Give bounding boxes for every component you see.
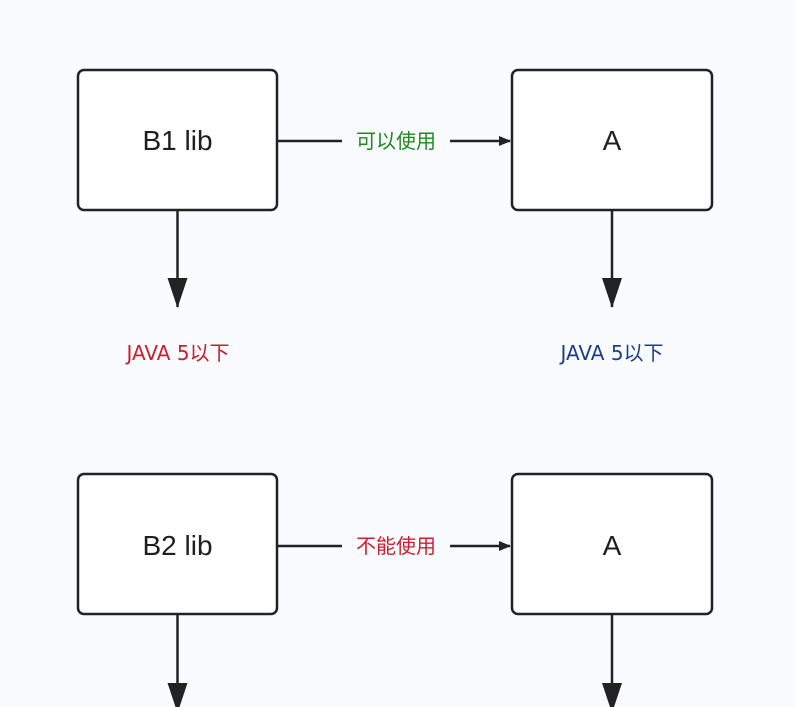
- top-right-version-label: JAVA 5以下: [558, 341, 663, 365]
- bottom-right-box-label: A: [603, 530, 622, 561]
- top-left-version-label: JAVA 5以下: [124, 341, 229, 365]
- top-edge-label: 可以使用: [356, 129, 436, 153]
- bottom-left-box-label: B2 lib: [142, 530, 212, 561]
- top-right-box-label: A: [603, 125, 622, 156]
- bottom-right-box[interactable]: A: [510, 472, 714, 616]
- bottom-left-box[interactable]: B2 lib: [76, 472, 279, 616]
- top-left-box-label: B1 lib: [142, 125, 212, 156]
- top-left-box[interactable]: B1 lib: [76, 68, 279, 212]
- bottom-edge-label: 不能使用: [356, 534, 436, 558]
- top-right-box[interactable]: A: [510, 68, 714, 212]
